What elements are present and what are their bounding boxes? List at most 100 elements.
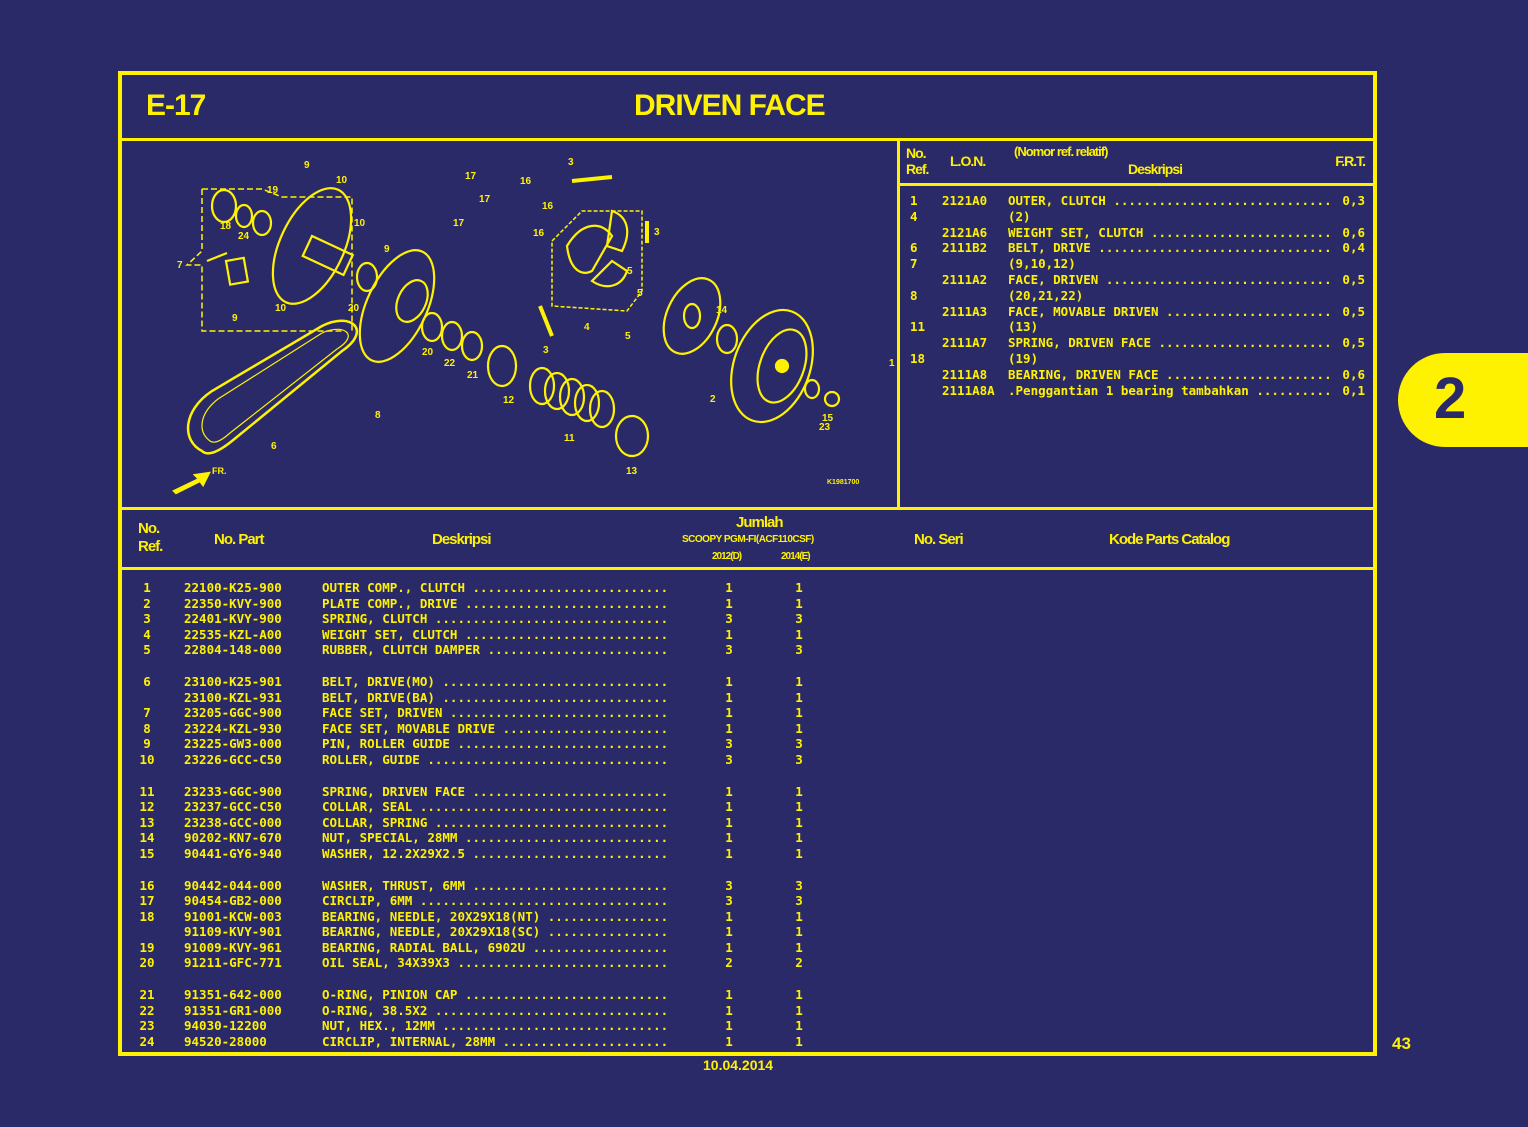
parts-cell-q2: 1 — [795, 908, 803, 924]
parts-cell-part: 23224-KZL-930 — [184, 720, 282, 736]
parts-cell-part: 22401-KVY-900 — [184, 611, 282, 627]
frt-cell-desc: BEARING, DRIVEN FACE ...................… — [1008, 366, 1329, 382]
svg-text:15: 15 — [822, 413, 834, 424]
frt-cell-frt: 0,4 — [1342, 240, 1365, 256]
frt-table: No. Ref. L.O.N. (Nomor ref. relatif) Des… — [900, 141, 1373, 510]
svg-text:10: 10 — [275, 303, 287, 314]
parts-cell-desc: RUBBER, CLUTCH DAMPER ..................… — [322, 642, 669, 658]
svg-text:3: 3 — [568, 157, 574, 168]
frt-row: 18(19) — [900, 351, 1373, 367]
svg-text:12: 12 — [503, 395, 515, 406]
parts-cell-ref: 17 — [139, 893, 155, 909]
frt-cell-desc: SPRING, DRIVEN FACE ....................… — [1008, 335, 1329, 351]
parts-cell-part: 23225-GW3-000 — [184, 736, 282, 752]
frt-cell-ref: 7 — [910, 256, 918, 272]
svg-text:14: 14 — [716, 305, 728, 316]
parts-cell-q2: 3 — [795, 893, 803, 909]
svg-text:18: 18 — [220, 221, 232, 232]
parts-cell-desc: BELT, DRIVE(MO) ........................… — [322, 673, 669, 689]
frt-row: 7(9,10,12) — [900, 256, 1373, 272]
section-tab[interactable]: 2 — [1398, 353, 1528, 447]
parts-cell-part: 23205-GGC-900 — [184, 705, 282, 721]
svg-text:9: 9 — [384, 244, 390, 255]
parts-cell-desc: O-RING, 38.5X2 .........................… — [322, 1002, 669, 1018]
parts-cell-part: 22350-KVY-900 — [184, 595, 282, 611]
parts-cell-ref: 18 — [139, 908, 155, 924]
parts-cell-part: 91211-GFC-771 — [184, 955, 282, 971]
svg-text:17: 17 — [479, 194, 491, 205]
parts-cell-q2: 1 — [795, 845, 803, 861]
svg-text:22: 22 — [444, 358, 456, 369]
parts-cell-q2: 1 — [795, 799, 803, 815]
frt-cell-desc: (13) — [1008, 319, 1039, 335]
svg-text:5: 5 — [637, 288, 643, 299]
parts-cell-q1: 1 — [725, 830, 733, 846]
parts-cell-part: 91109-KVY-901 — [184, 924, 282, 940]
parts-cell-desc: WASHER, 12.2X29X2.5 ....................… — [322, 845, 669, 861]
parts-cell-q2: 1 — [795, 830, 803, 846]
parts-cell-ref: 15 — [139, 845, 155, 861]
parts-cell-part: 23237-GCC-C50 — [184, 799, 282, 815]
parts-cell-q1: 1 — [725, 689, 733, 705]
parts-cell-desc: CIRCLIP, 6MM ...........................… — [322, 893, 669, 909]
header-no-ref: No. Ref. — [138, 520, 163, 555]
svg-text:20: 20 — [422, 347, 434, 358]
header-model: SCOOPY PGM-FI(ACF110CSF) — [682, 534, 814, 545]
parts-cell-q2: 3 — [795, 736, 803, 752]
header-quantity: Jumlah — [736, 514, 784, 531]
parts-cell-desc: WEIGHT SET, CLUTCH .....................… — [322, 626, 669, 642]
parts-cell-desc: OUTER COMP., CLUTCH ....................… — [322, 580, 669, 595]
parts-cell-q2: 1 — [795, 1002, 803, 1018]
header-catalog-code: Kode Parts Catalog — [1109, 531, 1230, 548]
svg-text:23: 23 — [819, 422, 831, 433]
svg-text:9: 9 — [232, 313, 238, 324]
parts-cell-part: 22804-148-000 — [184, 642, 282, 658]
svg-text:17: 17 — [453, 218, 465, 229]
svg-text:8: 8 — [375, 410, 381, 421]
parts-cell-q1: 3 — [725, 736, 733, 752]
group-spacer — [122, 658, 1373, 674]
parts-cell-q2: 1 — [795, 595, 803, 611]
parts-cell-q2: 3 — [795, 642, 803, 658]
frt-cell-desc: FACE, DRIVEN ...........................… — [1008, 271, 1329, 287]
parts-cell-q2: 1 — [795, 720, 803, 736]
parts-cell-q1: 3 — [725, 893, 733, 909]
frt-cell-lon: 2111A3 — [942, 303, 988, 319]
header-no-ref: No. Ref. — [906, 145, 929, 177]
parts-cell-ref: 9 — [143, 736, 151, 752]
frt-cell-frt: 0,5 — [1342, 271, 1365, 287]
parts-cell-ref: 2 — [143, 595, 151, 611]
svg-text:10: 10 — [354, 218, 366, 229]
parts-cell-part: 91351-642-000 — [184, 987, 282, 1003]
frt-cell-desc: FACE, MOVABLE DRIVEN ...................… — [1008, 303, 1329, 319]
header-description: Deskripsi — [1128, 161, 1183, 177]
frt-cell-desc: WEIGHT SET, CLUTCH .....................… — [1008, 224, 1329, 240]
parts-cell-q2: 1 — [795, 626, 803, 642]
parts-cell-desc: NUT, HEX., 12MM ........................… — [322, 1018, 669, 1034]
header-part-number: No. Part — [214, 531, 265, 548]
parts-cell-ref: 1 — [143, 580, 151, 595]
parts-cell-q1: 1 — [725, 987, 733, 1003]
header-year-1: 2012(D) — [712, 551, 742, 562]
svg-text:4: 4 — [584, 322, 590, 333]
svg-text:20: 20 — [348, 303, 360, 314]
parts-cell-ref: 21 — [139, 987, 155, 1003]
parts-cell-q2: 1 — [795, 1033, 803, 1049]
parts-cell-desc: FACE SET, MOVABLE DRIVE ................… — [322, 720, 669, 736]
svg-text:3: 3 — [543, 345, 549, 356]
parts-cell-ref: 7 — [143, 705, 151, 721]
parts-cell-ref: 20 — [139, 955, 155, 971]
frt-cell-lon: 2111B2 — [942, 240, 988, 256]
section-tab-label: 2 — [1434, 366, 1467, 431]
